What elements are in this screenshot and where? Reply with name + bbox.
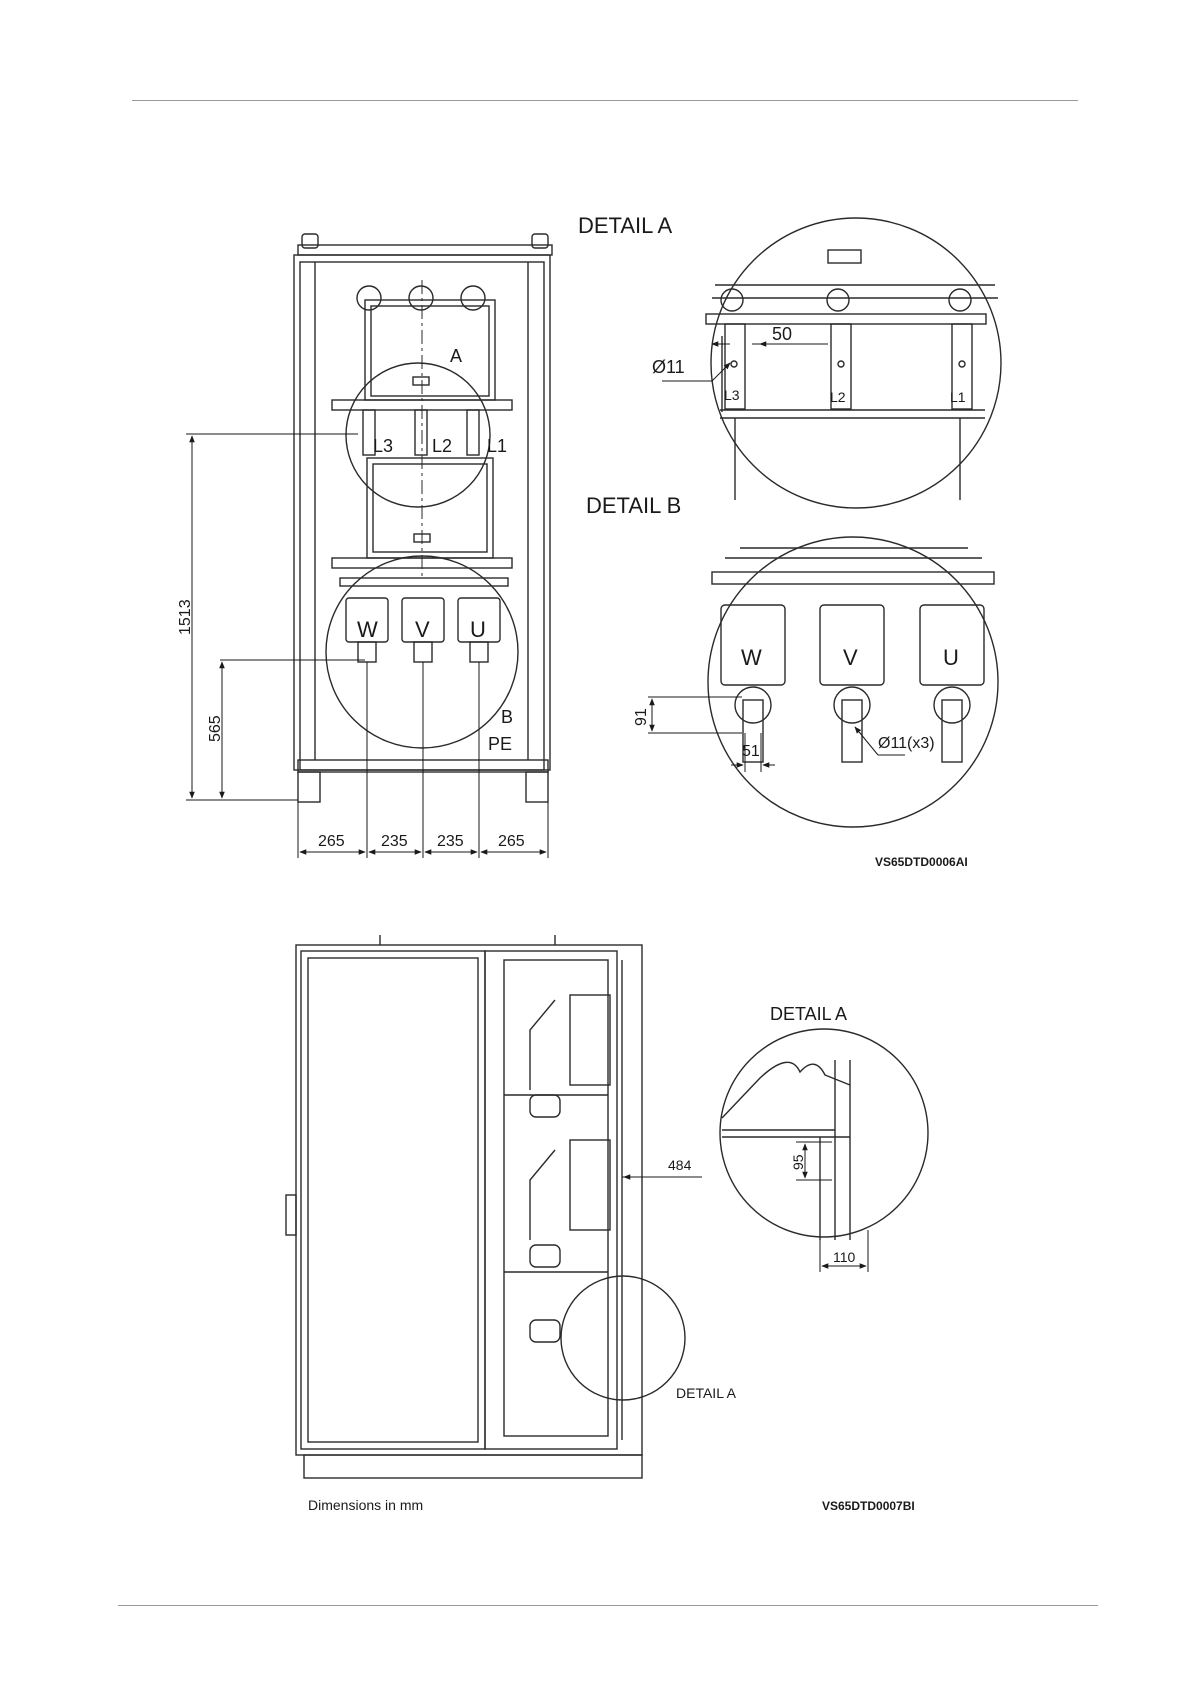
detail-a-figure2-circle: [720, 1029, 928, 1240]
drawing-code-2: VS65DTD0007BI: [822, 1499, 915, 1513]
detail-a-phase-l1: L1: [950, 389, 966, 405]
detail-a-phase-l3: L3: [724, 387, 740, 403]
dim-bottom-3: 235: [437, 833, 464, 850]
detail-a-figure2-dim-horizontal: 110: [833, 1249, 856, 1265]
detail-a-dim-spacing: 50: [772, 324, 792, 344]
dim-depth: 484: [668, 1157, 692, 1173]
phase-label-l3: L3: [373, 436, 393, 456]
phase-label-u: U: [470, 617, 486, 642]
detail-b-dim-vertical: 91: [633, 708, 650, 726]
phase-label-l1: L1: [487, 436, 507, 456]
dim-height-total: 1513: [177, 599, 194, 635]
phase-label-l2: L2: [432, 436, 452, 456]
dim-bottom-4: 265: [498, 833, 525, 850]
pe-label: PE: [488, 734, 512, 754]
detail-a-figure2-title: DETAIL A: [770, 1004, 847, 1024]
dim-height-lower: 565: [207, 715, 224, 742]
detail-b-dim-horizontal: 51: [742, 743, 760, 760]
detail-b-phase-u: U: [943, 645, 959, 670]
units-note: Dimensions in mm: [308, 1497, 423, 1513]
callout-b: B: [501, 707, 513, 727]
detail-a-figure2-dim-vertical: 95: [790, 1154, 806, 1170]
detail-b-dimensions: [648, 697, 905, 772]
detail-b-phase-w: W: [741, 645, 762, 670]
detail-b-circle: [708, 537, 998, 827]
side-view-cabinet: [286, 935, 685, 1478]
detail-a-circle: [706, 218, 1001, 508]
detail-a-title: DETAIL A: [578, 213, 672, 238]
phase-label-v: V: [415, 617, 430, 642]
drawing-code-1: VS65DTD0006AI: [875, 855, 968, 869]
phase-label-w: W: [357, 617, 378, 642]
detail-b-hole: Ø11(x3): [878, 735, 935, 752]
detail-b-title: DETAIL B: [586, 493, 681, 518]
detail-a-figure2-callout: DETAIL A: [676, 1385, 737, 1401]
detail-a-phase-l2: L2: [830, 389, 846, 405]
dim-bottom-2: 235: [381, 833, 408, 850]
detail-a-hole: Ø11: [652, 357, 685, 377]
dim-bottom-1: 265: [318, 833, 345, 850]
callout-a: A: [450, 346, 462, 366]
detail-a-figure2-dimensions: [796, 1142, 868, 1272]
detail-b-phase-v: V: [843, 645, 858, 670]
